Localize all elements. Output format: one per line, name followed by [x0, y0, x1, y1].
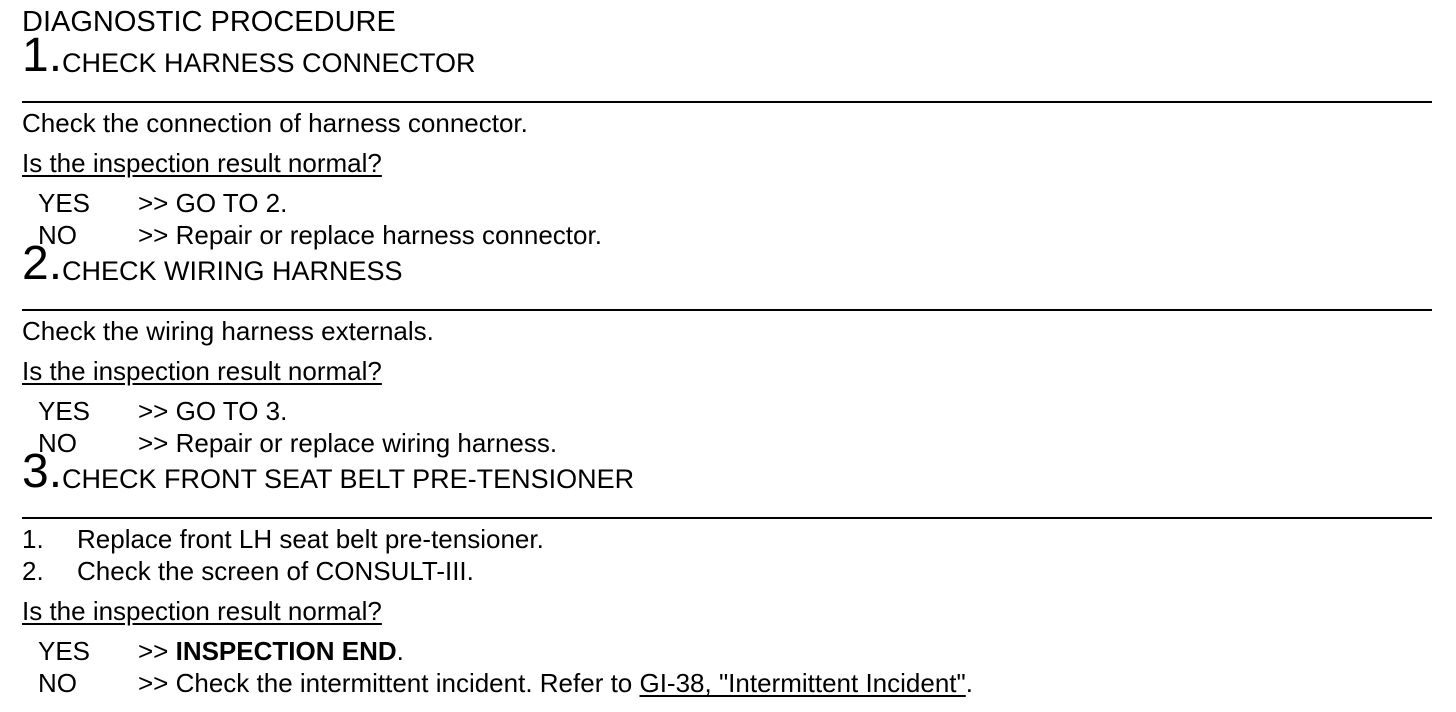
step-divider [22, 101, 1432, 103]
answer-key: NO [38, 220, 77, 250]
answer-key: YES [38, 188, 91, 218]
answer-no: NO >> Repair or replace wiring harness. [38, 427, 557, 459]
step-number: 2. [22, 237, 63, 290]
numbered-item: 2. Check the screen of CONSULT-III. [22, 555, 474, 587]
answer-prefix: >> [138, 636, 176, 666]
inspection-end-label: INSPECTION END [175, 636, 397, 666]
page-title: DIAGNOSTIC PROCEDURE [22, 6, 396, 38]
numbered-item: 1. Replace front LH seat belt pre-tension… [22, 523, 544, 555]
step-2-header: 2. CHECK WIRING HARNESS [22, 240, 1432, 292]
item-text: Replace front LH seat belt pre-tensioner… [77, 524, 544, 554]
inspection-question: Is the inspection result normal? [22, 356, 382, 386]
step-3-header: 3. CHECK FRONT SEAT BELT PRE-TENSIONER [22, 448, 1432, 500]
step-title: CHECK FRONT SEAT BELT PRE-TENSIONER [62, 464, 635, 494]
answer-no: NO >> Check the intermittent incident. Re… [38, 667, 973, 699]
answer-yes: YES >> GO TO 3. [38, 395, 287, 427]
answer-text: >> GO TO 3. [138, 396, 288, 426]
step-number: 1. [22, 29, 63, 82]
answer-text: >> Repair or replace harness connector. [138, 220, 602, 250]
step-title: CHECK HARNESS CONNECTOR [62, 48, 476, 78]
answer-text: >> GO TO 2. [138, 188, 288, 218]
step-divider [22, 517, 1432, 519]
answer-yes: YES >> INSPECTION END. [38, 635, 404, 667]
answer-suffix: . [965, 668, 973, 698]
step-1-header: 1. CHECK HARNESS CONNECTOR [22, 32, 1432, 84]
item-text: Check the screen of CONSULT-III. [77, 556, 474, 586]
answer-text: >> Repair or replace wiring harness. [138, 428, 558, 458]
answer-key: NO [38, 668, 77, 698]
inspection-question: Is the inspection result normal? [22, 148, 382, 178]
inspection-question: Is the inspection result normal? [22, 596, 382, 626]
answer-suffix: . [396, 636, 404, 666]
answer-yes: YES >> GO TO 2. [38, 187, 287, 219]
item-number: 2. [22, 556, 44, 586]
answer-key: YES [38, 636, 91, 666]
answer-no: NO >> Repair or replace harness connector… [38, 219, 602, 251]
step-divider [22, 309, 1432, 311]
step-instruction: Check the wiring harness externals. [22, 316, 434, 346]
answer-key: NO [38, 428, 77, 458]
step-title: CHECK WIRING HARNESS [62, 256, 403, 286]
step-number: 3. [22, 445, 63, 498]
reference-link[interactable]: GI-38, "Intermittent Incident" [639, 668, 966, 698]
answer-prefix: >> Check the intermittent incident. Refe… [138, 668, 640, 698]
answer-key: YES [38, 396, 91, 426]
step-instruction: Check the connection of harness connecto… [22, 108, 528, 138]
item-number: 1. [22, 524, 44, 554]
